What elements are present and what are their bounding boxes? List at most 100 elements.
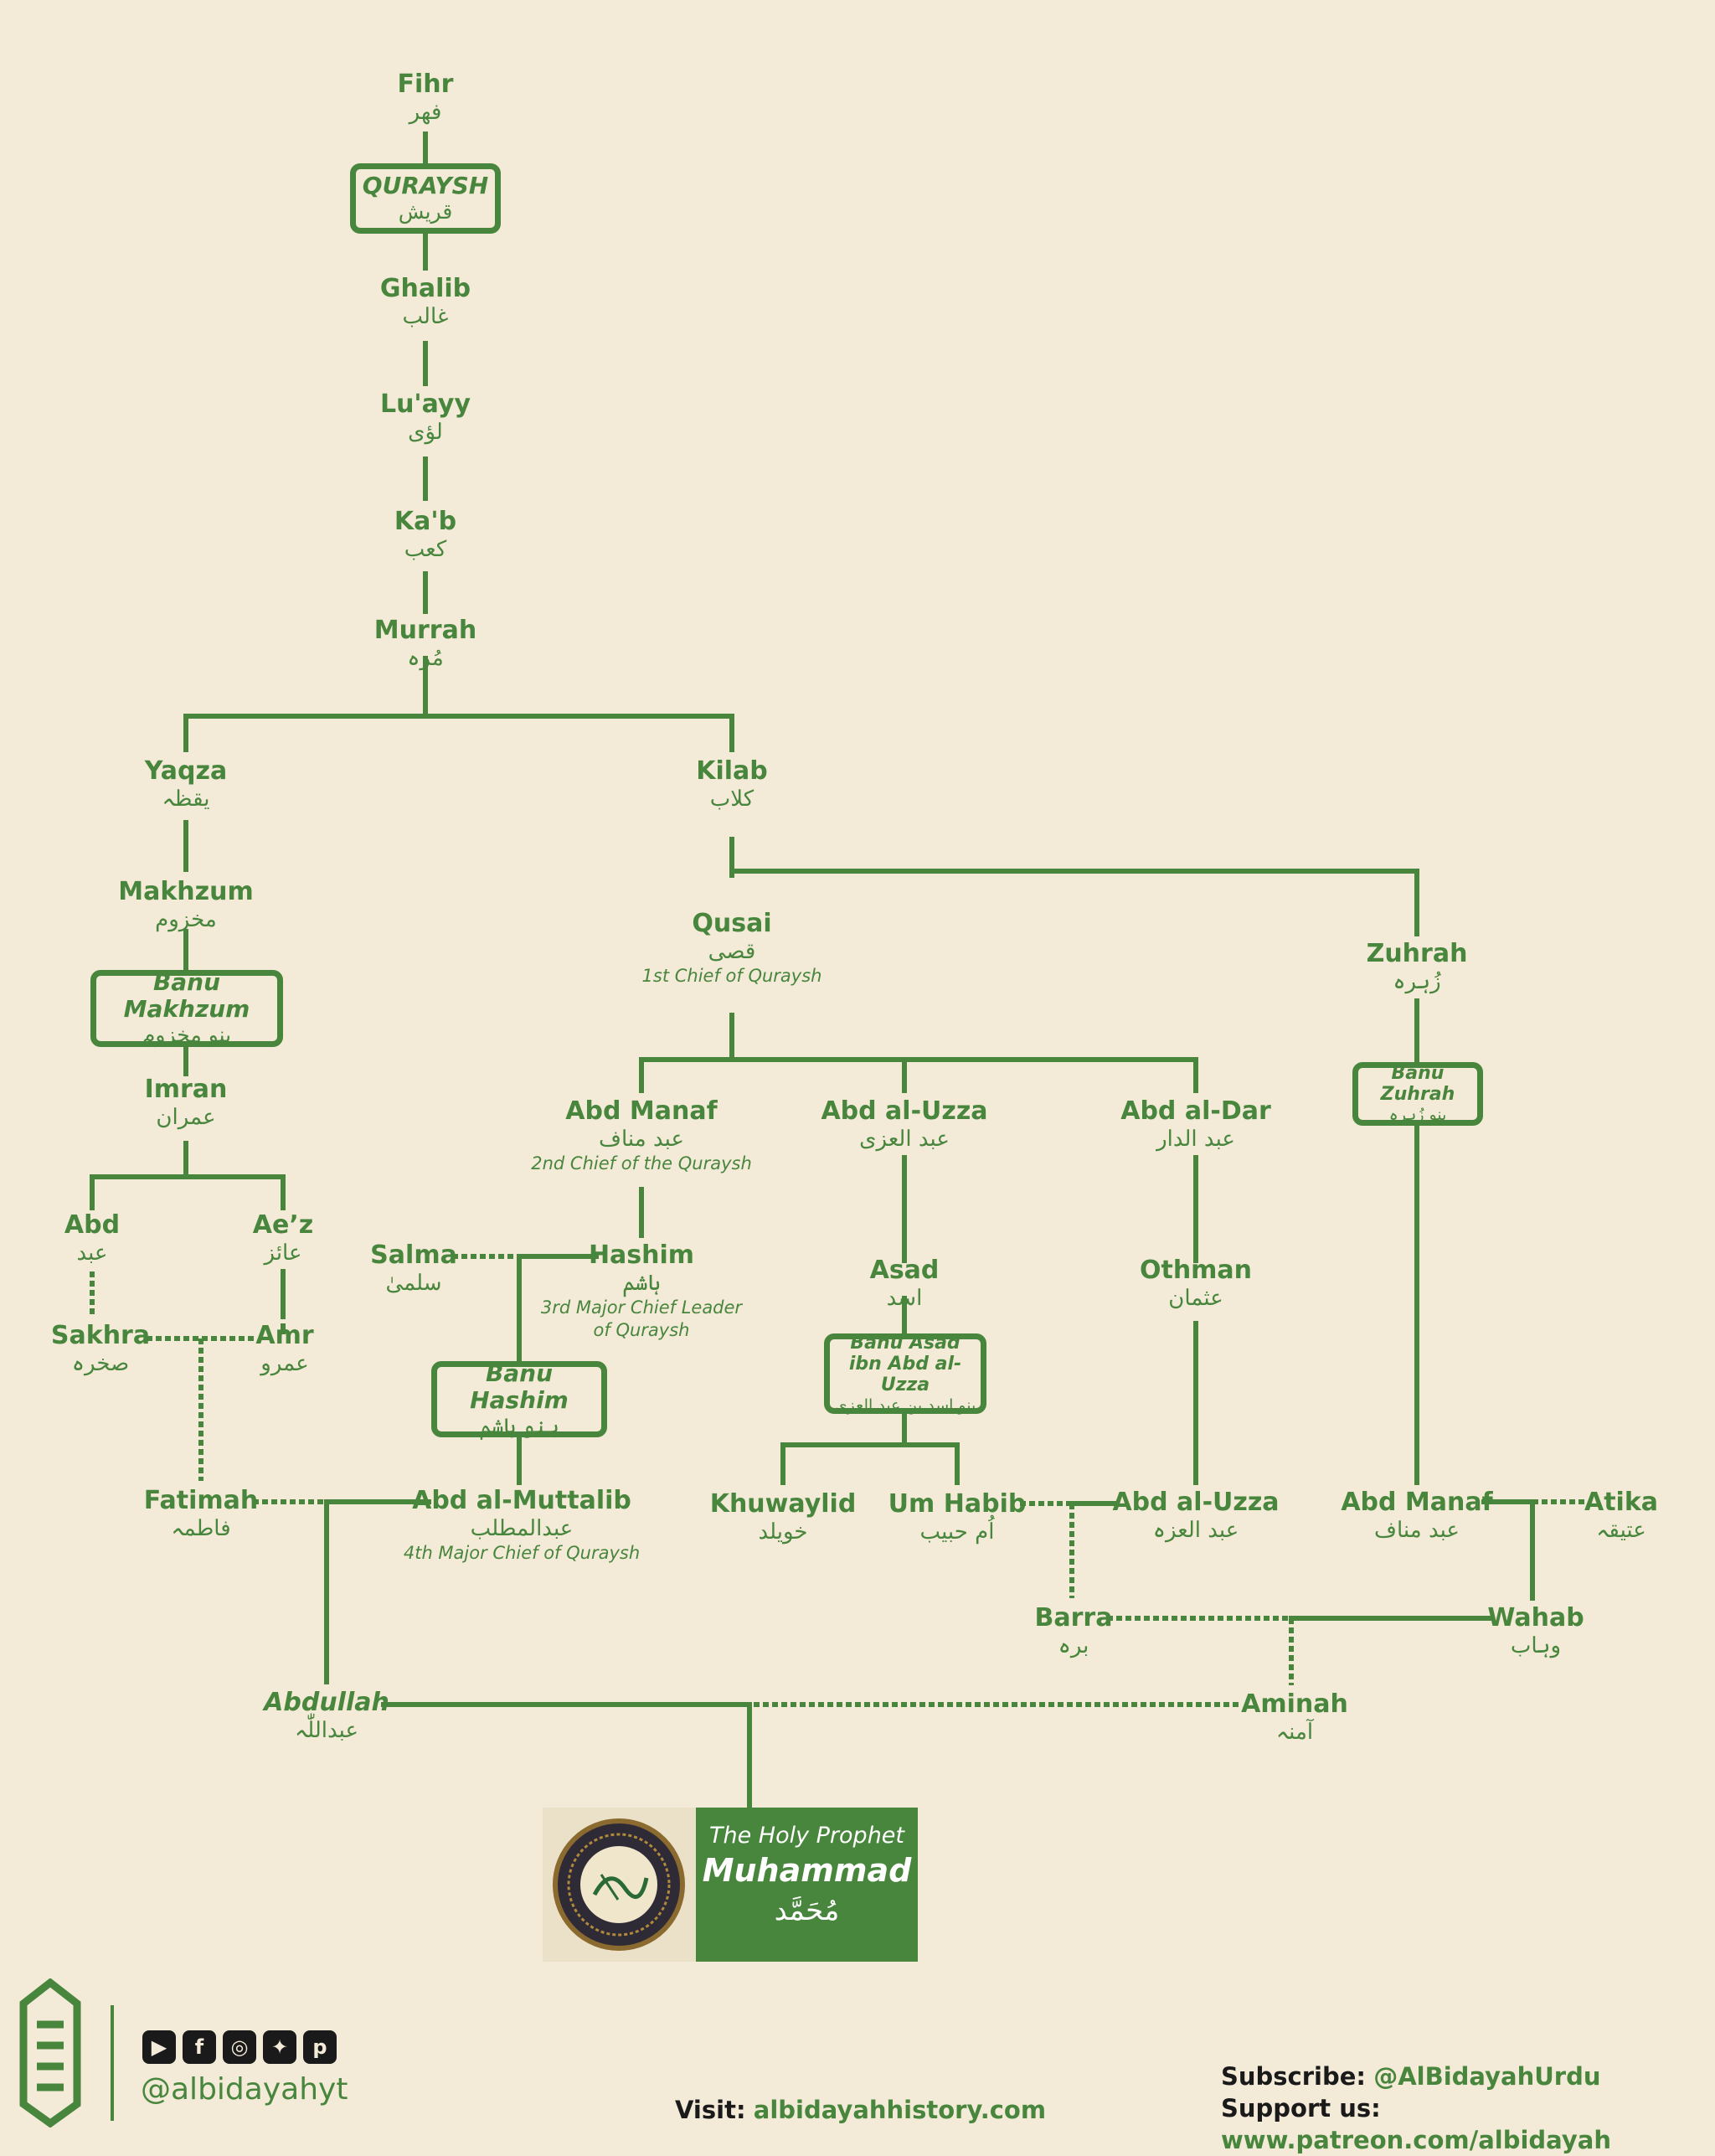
person-arabic: عمرو xyxy=(260,1351,309,1376)
person-qusai: Qusai قصی 1st Chief of Quraysh xyxy=(642,910,822,988)
visit-line: Visit: albidayahhistory.com xyxy=(675,2096,1046,2124)
person-name: Sakhra xyxy=(50,1321,151,1350)
person-atika: Atika عتیقہ xyxy=(1584,1488,1658,1544)
person-khuwaylid: Khuwaylid خویلد xyxy=(710,1490,857,1545)
person-name: Um Habib xyxy=(888,1489,1027,1519)
person-name: Wahab xyxy=(1487,1603,1584,1632)
person-name: Abd al-Uzza xyxy=(821,1096,988,1126)
prophet-subtitle: The Holy Prophet xyxy=(708,1823,905,1849)
person-arabic: ہاشم xyxy=(622,1271,661,1296)
person-aminah: Aminah آمنہ xyxy=(1241,1690,1348,1746)
person-name: Barra xyxy=(1034,1603,1113,1632)
subscribe-link[interactable]: @AlBidayahUrdu xyxy=(1373,2062,1601,2091)
person-name: Abd xyxy=(64,1210,121,1240)
clan-name: Banu Hashim xyxy=(470,1359,569,1414)
person-fatimah: Fatimah فاطمہ xyxy=(144,1487,258,1542)
youtube-icon[interactable]: ▶ xyxy=(142,2030,176,2064)
clan-name: QURAYSH xyxy=(362,172,489,199)
person-name: Yaqza xyxy=(144,756,228,786)
person-arabic: عبد مناف xyxy=(599,1127,684,1152)
person-zuhrah: Zuhrah زُہرہ xyxy=(1367,940,1468,995)
person-arabic: لؤی xyxy=(408,420,443,445)
person-arabic: آمنہ xyxy=(1275,1720,1314,1745)
support-label: Support us: xyxy=(1221,2094,1381,2122)
person-arabic: عتیقہ xyxy=(1596,1518,1646,1543)
person-aez: Ae’z عائز xyxy=(253,1211,313,1266)
clan-arabic: بنو مخزوم xyxy=(142,1023,232,1047)
person-abd: Abd عبد xyxy=(64,1211,120,1266)
person-note: 4th Major Chief of Quraysh xyxy=(403,1543,641,1563)
person-arabic: عمران xyxy=(156,1105,216,1130)
person-name: Khuwaylid xyxy=(709,1489,857,1519)
person-imran: Imran عمران xyxy=(145,1075,228,1131)
clan-banu-hashim: Banu Hashim بنو ہاشم xyxy=(431,1359,607,1438)
clan-name: Banu Asad xyxy=(850,1332,961,1354)
person-kab: Ka'b کعب xyxy=(394,508,456,563)
subscribe-support: Subscribe: @AlBidayahUrdu Support us: ww… xyxy=(1221,2061,1715,2156)
person-arabic: عبدالمطلب xyxy=(470,1516,574,1541)
pinterest-icon[interactable]: p xyxy=(303,2030,337,2064)
person-arabic: عثمان xyxy=(1168,1286,1223,1311)
person-abd-al-uzza-othman-son: Abd al-Uzza عبد العزہ xyxy=(1112,1488,1279,1544)
person-abd-manaf-qusai-son: Abd Manaf عبد مناف 2nd Chief of the Qura… xyxy=(531,1097,752,1175)
person-arabic: عبد xyxy=(76,1240,108,1266)
person-name: Murrah xyxy=(373,616,477,645)
facebook-icon[interactable]: f xyxy=(183,2030,216,2064)
person-name: Ghalib xyxy=(379,274,471,303)
person-arabic: عبد الدار xyxy=(1156,1127,1235,1152)
person-amr: Amr عمرو xyxy=(255,1322,313,1377)
person-name: Abd al-Dar xyxy=(1120,1096,1271,1126)
person-arabic: سلمیٰ xyxy=(385,1271,442,1296)
subscribe-label: Subscribe: xyxy=(1221,2062,1367,2091)
person-makhzum: Makhzum مخزوم xyxy=(118,878,253,933)
person-arabic: عائز xyxy=(264,1240,302,1266)
person-arabic: عبد العزہ xyxy=(1152,1518,1239,1543)
person-name: Abd al-Uzza xyxy=(1112,1488,1280,1517)
person-salma: Salma سلمیٰ xyxy=(370,1241,457,1297)
support-link[interactable]: www.patreon.com/albidayah xyxy=(1221,2126,1611,2154)
person-name: Ka'b xyxy=(394,507,457,536)
clan-quraysh: QURAYSH قریش xyxy=(350,163,501,234)
person-abdullah: Abdullah عبداللّٰہ xyxy=(264,1689,389,1744)
person-name: Qusai xyxy=(692,909,772,938)
social-handle[interactable]: @albidayahyt xyxy=(141,2072,348,2107)
person-abd-al-muttalib: Abd al-Muttalib عبدالمطلب 4th Major Chie… xyxy=(404,1487,640,1565)
instagram-icon[interactable]: ◎ xyxy=(223,2030,256,2064)
person-name: Asad xyxy=(869,1256,940,1285)
person-arabic: فاطمہ xyxy=(171,1516,231,1541)
person-arabic: زُہرہ xyxy=(1393,969,1441,994)
person-name: Hashim xyxy=(588,1240,695,1270)
person-hashim: Hashim ہاشم 3rd Major Chief Leader of Qu… xyxy=(541,1241,742,1342)
clan-name-line2: ibn Abd al-Uzza xyxy=(848,1353,962,1395)
clan-name: Banu Zuhrah xyxy=(1380,1063,1455,1105)
person-arabic: اسد xyxy=(886,1286,923,1311)
person-arabic: قصی xyxy=(708,939,756,964)
person-ghalib: Ghalib غالب xyxy=(380,275,471,330)
person-arabic: عبد العزی xyxy=(859,1127,950,1152)
visit-label: Visit: xyxy=(675,2096,746,2124)
person-arabic: مُرہ xyxy=(407,646,444,671)
person-arabic: خویلد xyxy=(758,1519,808,1545)
person-luayy: Lu'ayy لؤی xyxy=(380,390,471,446)
twitter-icon[interactable]: ✦ xyxy=(263,2030,296,2064)
person-arabic: عبد مناف xyxy=(1374,1518,1460,1543)
person-note: 2nd Chief of the Quraysh xyxy=(531,1153,752,1173)
person-abd-manaf-zuhrah-line: Abd Manaf عبد مناف xyxy=(1341,1488,1492,1544)
person-sakhra: Sakhra صخرہ xyxy=(51,1322,150,1377)
person-name: Makhzum xyxy=(118,877,254,906)
person-arabic: عبداللّٰہ xyxy=(294,1718,358,1743)
person-note: 3rd Major Chief Leader xyxy=(540,1297,743,1318)
person-arabic: فهر xyxy=(409,100,442,125)
visit-link[interactable]: albidayahhistory.com xyxy=(753,2096,1047,2124)
footer-divider xyxy=(111,2005,114,2121)
person-name: Atika xyxy=(1584,1488,1659,1517)
person-kilab: Kilab کلاب xyxy=(696,757,768,812)
albidayah-logo-icon xyxy=(19,1978,81,2128)
clan-name: Banu Makhzum xyxy=(123,968,250,1023)
prophet-arabic: مُحَمَّد xyxy=(774,1894,840,1927)
person-barra: Barra برہ xyxy=(1035,1604,1113,1659)
person-note: 1st Chief of Quraysh xyxy=(641,966,822,986)
prophet-title: The Holy Prophet Muhammad مُحَمَّد xyxy=(696,1808,918,1962)
person-othman: Othman عثمان xyxy=(1140,1256,1252,1312)
